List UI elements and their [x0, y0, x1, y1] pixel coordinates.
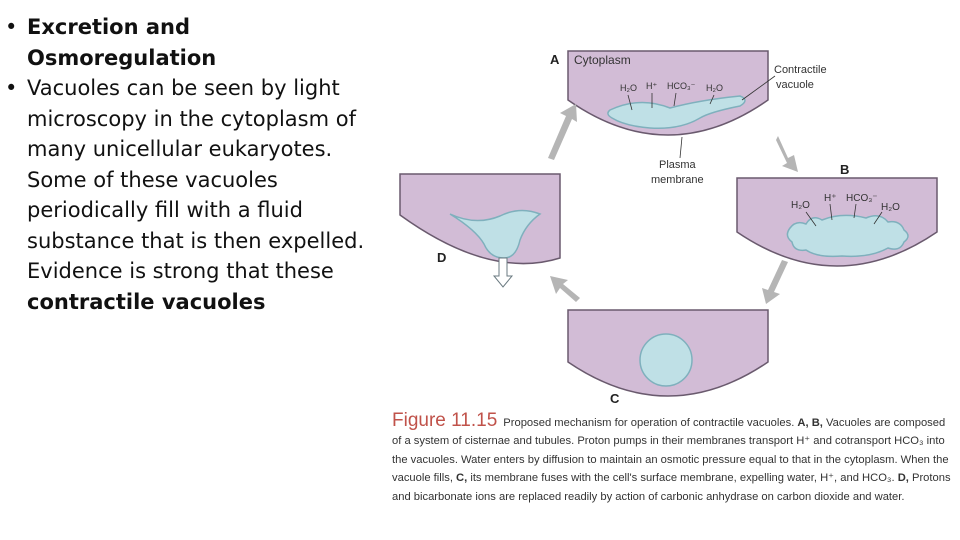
panel-b-label: B: [840, 162, 849, 177]
plasma-label: membrane: [651, 174, 704, 186]
bullet-dot: •: [5, 15, 18, 39]
ion-label-h: H⁺: [824, 193, 837, 204]
bullet-heading: Excretion and Osmoregulation: [27, 15, 217, 70]
panel-b: B H₂O H⁺ HCO₃⁻ H₂O: [736, 162, 938, 267]
expel-arrow: [492, 257, 514, 288]
bullet-item: • Vacuoles can be seen by light microsco…: [5, 73, 370, 317]
panel-a: A Cytoplasm H₂O H⁺ HCO₃⁻ H₂O Contractile…: [550, 50, 827, 136]
ion-label-h2o: H₂O: [706, 83, 723, 93]
ion-label-h2o: H₂O: [881, 202, 900, 213]
panel-c-label: C: [610, 391, 620, 406]
caption-bold: C,: [456, 472, 468, 485]
bullet-list: • Excretion and Osmoregulation • Vacuole…: [5, 12, 370, 317]
bullet-dot: •: [5, 76, 18, 100]
panel-c-vacuole: [639, 333, 693, 387]
caption-text: Proposed mechanism for operation of cont…: [503, 417, 798, 429]
caption-text: Vacuoles are composed of a system of cis…: [392, 417, 949, 485]
cycle-arrow: [548, 104, 577, 160]
ion-arrow: [805, 203, 883, 227]
contractile-label: vacuole: [776, 79, 814, 91]
bullet-bold-term: contractile vacuoles: [27, 289, 266, 314]
pointer-line: [741, 75, 776, 101]
bullet-item: • Excretion and Osmoregulation: [5, 12, 370, 73]
bullet-text: Vacuoles can be seen by light microscopy…: [27, 76, 365, 283]
caption-text: its membrane fuses with the cell's surfa…: [467, 472, 898, 485]
ion-label-hco3: HCO₃⁻: [846, 193, 878, 204]
panel-d-label: D: [437, 250, 446, 265]
panel-d: D: [399, 173, 561, 288]
caption-title: Figure 11.15: [392, 410, 498, 431]
cycle-arrow: [550, 276, 580, 302]
caption-text: Protons and bicarbonate ions are replace…: [392, 472, 951, 503]
cycle-arrow: [762, 260, 788, 304]
cytoplasm-label: Cytoplasm: [574, 53, 631, 67]
pointer-line: [679, 136, 683, 159]
cycle-arrows: [548, 104, 798, 304]
panel-a-label: A: [550, 52, 560, 67]
panel-d-cytoplasm: [399, 173, 561, 265]
panel-b-vacuole: [786, 214, 909, 258]
caption-bold: D,: [897, 472, 909, 485]
figure-caption: Figure 11.15 Proposed mechanism for opera…: [392, 410, 952, 506]
ion-label-h2o: H₂O: [620, 83, 637, 93]
caption-bold: A, B,: [797, 417, 823, 429]
cycle-arrow: [776, 136, 798, 172]
panel-d-vacuole: [449, 209, 542, 259]
contractile-label: Contractile: [774, 64, 827, 76]
panel-c: C: [567, 309, 769, 406]
panel-a-vacuole: [607, 95, 746, 130]
ion-label-h2o: H₂O: [791, 200, 810, 211]
ion-label-hco3: HCO₃⁻: [667, 81, 696, 91]
plasma-label: Plasma: [659, 159, 697, 171]
ion-label-h: H⁺: [646, 81, 657, 91]
ion-arrow: [627, 92, 715, 111]
